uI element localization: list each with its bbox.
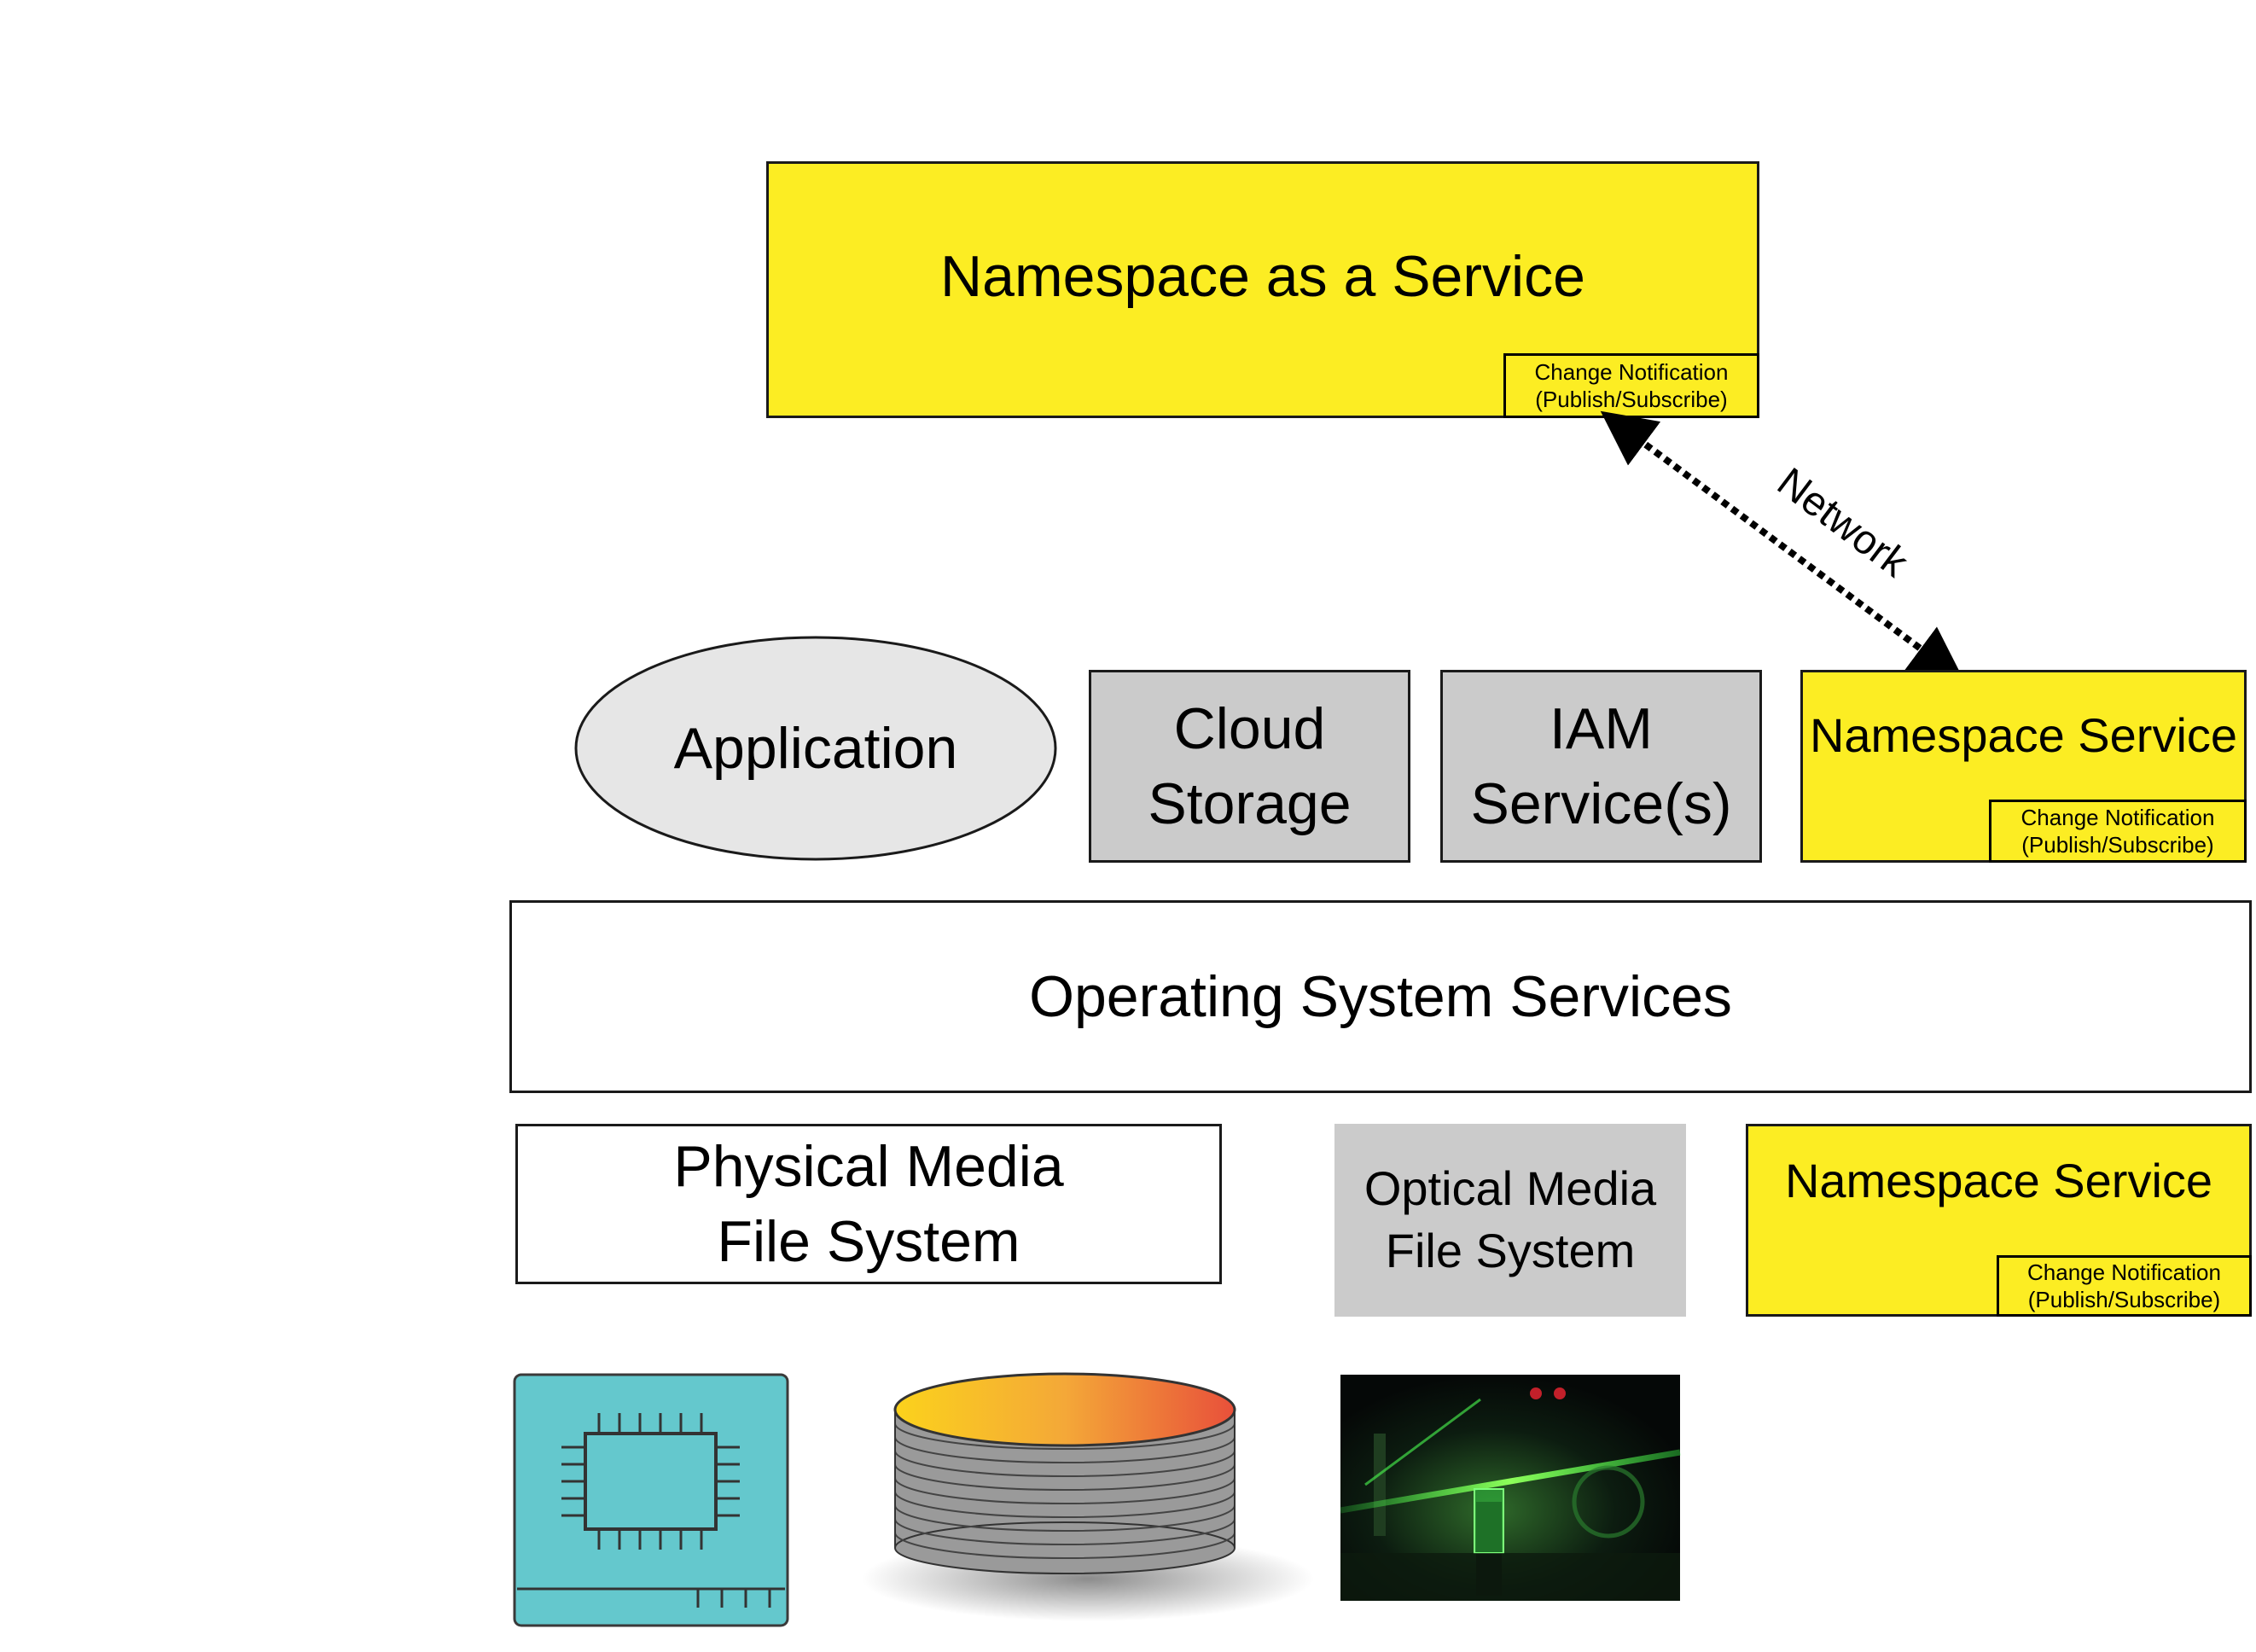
os-services-label: Operating System Services — [1029, 963, 1732, 1029]
namespace-as-a-service-label: Namespace as a Service — [940, 244, 1585, 310]
physical-media-fs-box: Physical Media File System — [515, 1124, 1222, 1284]
namespace-as-a-service-box: Namespace as a Service — [766, 161, 1759, 418]
iam-services-box: IAM Service(s) — [1440, 670, 1762, 863]
disk-stack-icon — [862, 1372, 1314, 1621]
cloud-storage-label: Cloud Storage — [1148, 695, 1352, 836]
laser-optics-image — [1340, 1375, 1681, 1601]
optical-media-fs-box: Optical Media File System — [1334, 1124, 1686, 1317]
optical-media-fs-label: Optical Media File System — [1363, 1161, 1657, 1277]
application-node: Application — [576, 637, 1055, 859]
iam-services-label: IAM Service(s) — [1470, 695, 1732, 836]
middle-change-notification: Change Notification (Publish/Subscribe) — [1989, 800, 2247, 863]
application-label: Application — [673, 715, 958, 781]
lower-change-notification: Change Notification (Publish/Subscribe) — [1997, 1255, 2252, 1317]
network-arrow — [1600, 410, 1965, 682]
namespace-service-lower-label: Namespace Service — [1784, 1154, 2213, 1207]
cloud-storage-box: Cloud Storage — [1089, 670, 1410, 863]
os-services-box: Operating System Services — [509, 900, 2252, 1093]
chip-icon — [513, 1373, 789, 1627]
namespace-service-middle-label: Namespace Service — [1809, 708, 2238, 762]
physical-media-fs-label: Physical Media File System — [673, 1133, 1064, 1274]
namespace-service-middle-box: Namespace Service — [1800, 670, 2247, 863]
